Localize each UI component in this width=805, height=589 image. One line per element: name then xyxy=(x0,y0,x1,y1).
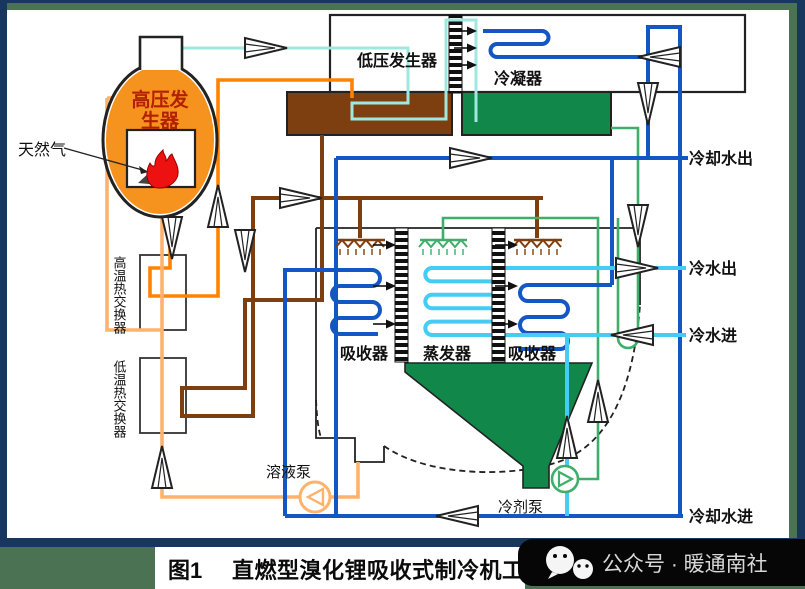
condenser-label: 冷凝器 xyxy=(494,69,543,88)
lpg-solution-pool xyxy=(286,91,453,136)
natural-gas-callout: 天然气 xyxy=(18,141,148,174)
upper-eliminator-strip xyxy=(448,14,463,94)
absorber-right-label: 吸收器 xyxy=(508,344,557,363)
solution-pump xyxy=(298,480,332,514)
chilled-water-out-label: 冷水出 xyxy=(689,259,737,278)
left-eliminator-strip xyxy=(394,227,409,363)
absorber-spray-left xyxy=(335,238,385,255)
hpg-solution-pipes xyxy=(148,78,354,298)
lpg-label: 低压发生器 xyxy=(356,51,438,70)
refrigerant-collector-funnel xyxy=(404,362,594,489)
flame-icon xyxy=(146,148,179,189)
cooling-water-in-label: 冷却水进 xyxy=(689,507,753,526)
wechat-icon xyxy=(546,546,593,579)
watermark: 公众号 · 暖通南社 xyxy=(518,539,805,586)
condenser-refrigerant-pool xyxy=(461,91,612,136)
chilled-water-in-label: 冷水进 xyxy=(689,326,737,345)
caption-divider-rule xyxy=(0,538,805,547)
refrigerant-pump-label: 冷剂泵 xyxy=(498,499,543,516)
caption-title: 直燃型溴化锂吸收式制冷机工 xyxy=(232,558,525,583)
cooling-water-out-label: 冷却水出 xyxy=(689,149,753,168)
border-right-green xyxy=(789,8,797,538)
border-right-navy xyxy=(797,3,805,547)
evaporator-label: 蒸发器 xyxy=(423,344,472,363)
border-top-navy xyxy=(0,0,805,3)
absorber-spray-right xyxy=(512,238,562,255)
ltx-label: 低温热交换器 xyxy=(112,360,127,439)
evaporator-spray xyxy=(418,238,468,255)
border-left xyxy=(0,3,7,547)
hpg-label-line2: 生器 xyxy=(141,109,180,132)
generator-neck xyxy=(138,35,184,70)
hpg-label-line1: 高压发 xyxy=(131,88,189,111)
pump-impeller-icon xyxy=(557,470,575,488)
solution-pump-label: 溶液泵 xyxy=(266,464,311,481)
caption-plate xyxy=(155,547,525,589)
right-eliminator-strip xyxy=(491,227,506,363)
caption-figure-number: 图1 xyxy=(168,558,202,583)
natural-gas-label: 天然气 xyxy=(18,141,66,159)
htx-label: 高温热交换器 xyxy=(112,255,127,335)
refrigerant-pump xyxy=(550,464,580,494)
border-top-green xyxy=(0,3,805,10)
absorber-left-label: 吸收器 xyxy=(340,344,389,363)
pump-impeller-icon xyxy=(305,487,325,507)
watermark-account: 公众号 · 暖通南社 xyxy=(602,553,768,576)
high-pressure-generator: 高压发 生器 xyxy=(101,35,219,219)
vapor-pipes xyxy=(182,18,478,122)
